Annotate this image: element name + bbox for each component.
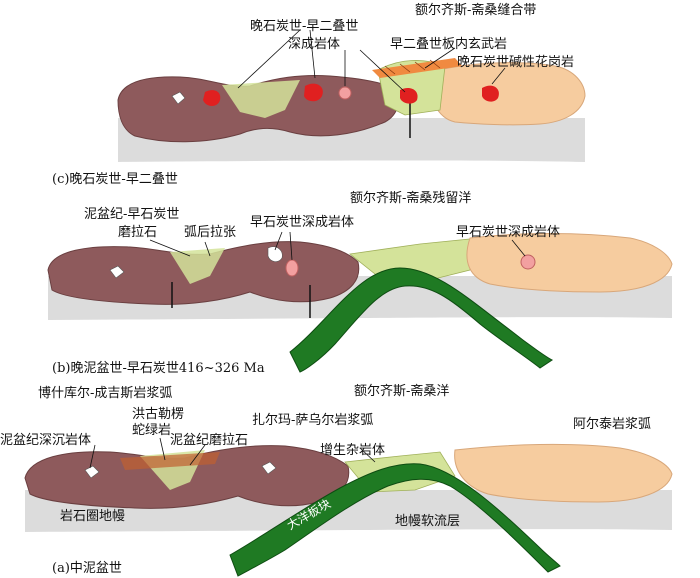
panel-a-label-hongguleng: 洪古勒楞 xyxy=(132,407,184,422)
panel-b-oceanic-slab xyxy=(289,267,553,373)
panel-c-basalt-hatch-3 xyxy=(414,61,426,71)
panel-b-leader-4 xyxy=(289,231,293,261)
panel-b-label-residual-ocean: 额尔齐斯-斋桑残留洋 xyxy=(350,190,471,206)
panel-c-pluton-2 xyxy=(304,83,323,102)
panel-b-accretionary-wedge xyxy=(170,248,225,284)
panel-a-label-irtysh-ocean: 额尔齐斯-斋桑洋 xyxy=(354,383,449,399)
panel-b-label-devonian-early-carb: 泥盆纪-早石炭世 xyxy=(84,207,179,222)
panel-b-label-molasse: 磨拉石 xyxy=(118,225,157,240)
panel-b-leader-2 xyxy=(204,241,211,257)
panel-c-label-alkaline-granite: 晚石炭世碱性花岗岩 xyxy=(457,54,574,70)
panel-a-label-accretionary-complex: 增生杂岩体 xyxy=(320,443,385,458)
panel-a-label-asthenosphere: 地幔软流层 xyxy=(395,514,460,529)
panel-c-caption: (c)晚石炭世-早二叠世 xyxy=(52,172,178,187)
panel-c: 额尔齐斯-斋桑缝合带 晚石炭世-早二叠世 深成岩体 早二叠世板内玄武岩 晚石炭世… xyxy=(52,2,586,187)
panel-c-label-suture-zone: 额尔齐斯-斋桑缝合带 xyxy=(415,2,536,18)
panel-c-accretionary-wedge xyxy=(222,80,300,118)
panel-c-pluton-4 xyxy=(482,85,499,102)
panel-a-molasse-band xyxy=(120,452,220,470)
panel-b-leader-1 xyxy=(149,239,191,257)
panel-a-xenolith-2 xyxy=(261,461,277,475)
panel-c-leader-4 xyxy=(359,49,406,93)
panel-a-label-boshekur-arc: 博什库尔-成吉斯岩浆弧 xyxy=(38,385,172,401)
panel-c-label-plutons: 深成岩体 xyxy=(288,37,340,52)
panel-a: 大洋板块 博什库尔-成吉斯岩浆弧 额尔齐斯-斋桑洋 洪古勒楞 蛇绿岩 扎尔玛-萨… xyxy=(0,383,673,577)
panel-c-leader-1 xyxy=(237,29,301,89)
panel-b-leader-5 xyxy=(511,239,526,257)
panel-b-label-pluton-left: 早石炭世深成岩体 xyxy=(250,215,354,230)
panel-a-label-zharma-arc: 扎尔玛-萨乌尔岩浆弧 xyxy=(252,412,373,428)
panel-b-xenolith xyxy=(109,265,125,279)
panel-c-basalt-hatch-4 xyxy=(429,59,441,69)
panel-c-label-late-carb: 晚石炭世-早二叠世 xyxy=(250,19,358,34)
panel-c-basalt-hatch-2 xyxy=(399,63,411,73)
panel-a-leader-2 xyxy=(159,437,166,461)
panel-c-leader-6 xyxy=(491,67,506,85)
panel-c-leader-5 xyxy=(424,47,456,69)
panel-c-leader-2 xyxy=(309,29,316,79)
panel-c-xenolith xyxy=(171,91,186,105)
panel-b-pluton-3 xyxy=(520,254,536,270)
panel-a-right-block xyxy=(454,443,673,503)
panel-c-small-pluton xyxy=(338,86,352,100)
panel-a-oceanic-slab xyxy=(229,463,561,577)
panel-b-label-back-arc: 弧后拉张 xyxy=(184,225,236,240)
panel-b: 额尔齐斯-斋桑残留洋 泥盆纪-早石炭世 磨拉石 弧后拉张 早石炭世深成岩体 早石… xyxy=(47,190,673,376)
panel-a-label-lithospheric-mantle: 岩石圈地幔 xyxy=(60,509,125,524)
panel-c-label-basalt: 早二叠世板内玄武岩 xyxy=(390,36,507,52)
panel-a-leader-3 xyxy=(189,444,206,466)
panel-a-caption: (a)中泥盆世 xyxy=(52,561,122,576)
panel-c-right-block xyxy=(429,62,586,126)
panel-b-pluton-2 xyxy=(285,259,299,277)
panel-b-label-pluton-right: 早石炭世深成岩体 xyxy=(456,225,560,240)
panel-a-label-altai-arc: 阿尔泰岩浆弧 xyxy=(573,417,651,432)
panel-a-leader-1 xyxy=(89,444,96,469)
panel-b-leader-3 xyxy=(274,231,283,251)
panel-c-basalt-cap xyxy=(372,58,462,78)
panel-b-right-block xyxy=(466,233,673,293)
panel-c-basalt-hatch-1 xyxy=(384,65,396,75)
panel-b-caption: (b)晚泥盆世-早石炭世416~326 Ma xyxy=(52,361,265,376)
panel-a-label-devonian-molasse: 泥盆纪磨拉石 xyxy=(170,433,248,448)
panel-a-leader-4 xyxy=(359,447,376,463)
panel-a-label-serpentinite: 蛇绿岩 xyxy=(132,423,171,438)
panel-a-label-devonian-deep-rock: 泥盆纪深沉岩体 xyxy=(0,433,91,448)
panel-c-pluton-1 xyxy=(203,90,221,106)
panel-b-pluton-1 xyxy=(267,246,283,262)
